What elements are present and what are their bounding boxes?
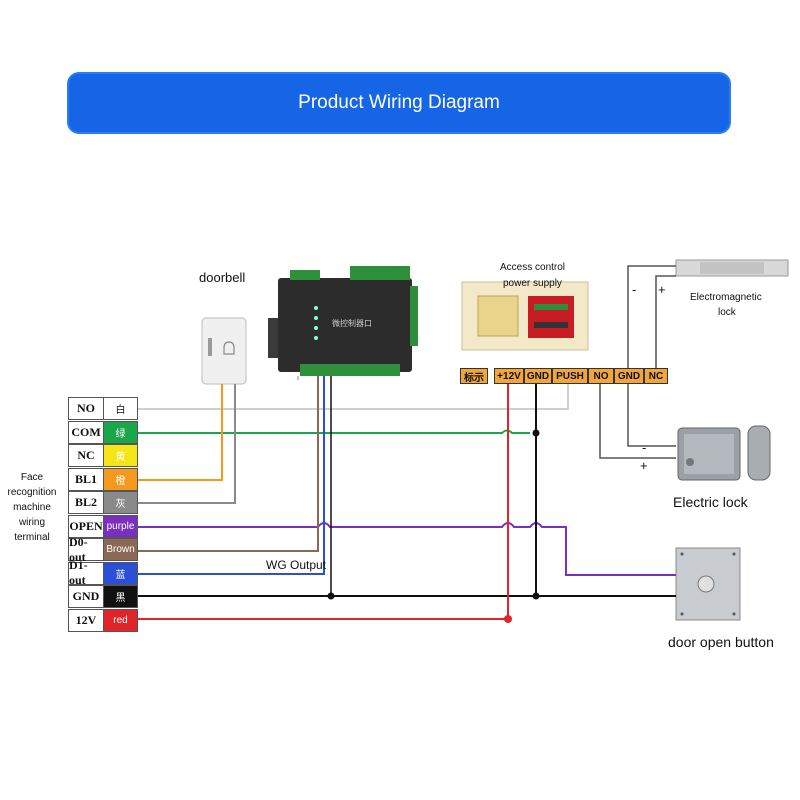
terminal-wire-color: 蓝	[104, 561, 138, 585]
wire-d1	[138, 376, 325, 575]
terminal-wire-color: 橙	[104, 467, 138, 491]
junction-dot	[504, 615, 512, 623]
terminal-name: NC	[68, 444, 104, 467]
doorbell-label: doorbell	[199, 270, 246, 285]
power-supply-label-2: power supply	[503, 278, 562, 289]
electric-lock-device	[677, 425, 771, 481]
junction-dot	[532, 592, 540, 600]
terminal-name: D0-out	[68, 535, 104, 564]
wire-no	[138, 384, 569, 410]
wire-com	[138, 429, 530, 434]
terminal-name: BL1	[68, 467, 104, 491]
doorbell-device	[201, 317, 247, 385]
terminal-wire-color: 黑	[104, 585, 138, 608]
electric-lock-label: Electric lock	[673, 494, 748, 510]
wire-bl2	[138, 384, 236, 504]
power-supply-label-1: Access control	[500, 262, 566, 273]
wire-bl1	[138, 384, 223, 481]
wires	[138, 265, 676, 620]
page-title: Product Wiring Diagram	[298, 92, 500, 113]
terminal-wire-color: red	[104, 608, 138, 632]
terminal-name: 12V	[68, 608, 104, 632]
door-open-button-device	[675, 547, 741, 621]
terminal-wire-color: Brown	[104, 538, 138, 561]
power-terminal-push: PUSH	[552, 368, 588, 384]
terminal-name: NO	[68, 397, 104, 420]
terminal-name: OPEN	[68, 514, 104, 538]
controller-label: 微控制器口	[332, 318, 372, 328]
power-terminal-gnd2: GND	[614, 368, 644, 384]
wg-output-label: WG Output	[266, 558, 327, 572]
power-terminal-no: NO	[588, 368, 614, 384]
em-lock-minus: -	[632, 282, 637, 297]
power-terminal-marker: 标示	[460, 368, 488, 384]
power-terminal-12v: +12V	[494, 368, 524, 384]
em-lock-plus: +	[658, 282, 666, 297]
terminal-name: D1-out	[68, 558, 104, 587]
power-terminal-nc: NC	[644, 368, 668, 384]
junction-dot	[532, 429, 540, 437]
face-terminal-label: Face recognition machine wiring terminal	[7, 472, 57, 543]
electromagnetic-lock-device	[675, 259, 789, 277]
em-lock-label-2: lock	[718, 307, 736, 318]
terminal-wire-color: 灰	[104, 491, 138, 514]
wire-d0	[138, 376, 319, 552]
wire-lock-no	[599, 384, 676, 459]
terminal-name: BL2	[68, 491, 104, 514]
access-controller-device: 微控制器口	[268, 266, 418, 376]
terminal-wire-color: 白	[104, 397, 138, 420]
wire-open	[138, 522, 676, 576]
terminal-wire-color: 绿	[104, 420, 138, 444]
terminal-name: COM	[68, 420, 104, 444]
junction-dot	[327, 592, 335, 600]
em-lock-label-1: Electromagnetic	[690, 292, 762, 303]
terminal-name: GND	[68, 585, 104, 608]
power-supply-device	[461, 281, 589, 351]
terminal-wire-color: purple	[104, 514, 138, 538]
door-open-button-label: door open button	[668, 634, 774, 650]
electric-lock-plus: +	[640, 458, 648, 473]
title-banner: Product Wiring Diagram	[67, 72, 731, 134]
wire-em-nc	[655, 275, 676, 368]
wire-em-gnd	[627, 265, 676, 368]
wire-lock-gnd	[627, 384, 676, 447]
terminal-wire-color: 黄	[104, 444, 138, 467]
power-terminal-gnd: GND	[524, 368, 552, 384]
electric-lock-minus: -	[642, 440, 647, 455]
